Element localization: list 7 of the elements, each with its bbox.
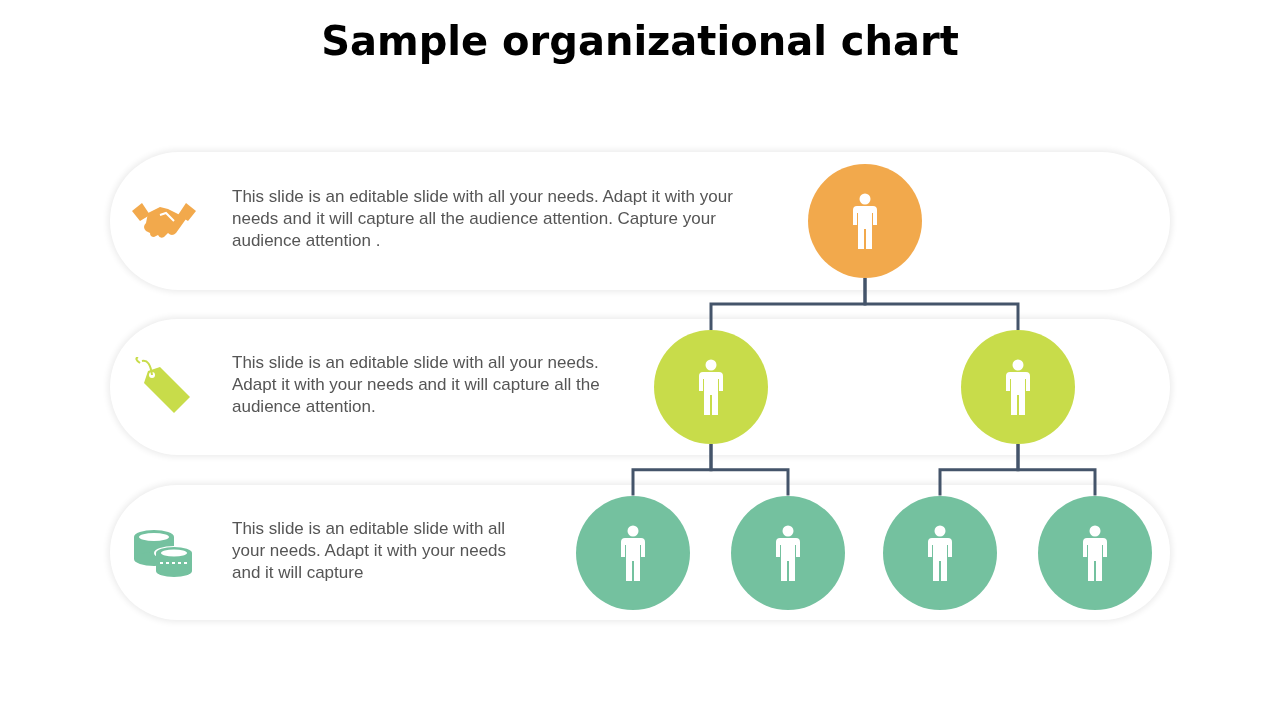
description-text: This slide is an editable slide with all your needs. Adapt it with your needs and it will capture	[232, 517, 508, 584]
connector-line	[863, 278, 1020, 330]
connector-line	[709, 444, 790, 496]
description-text: This slide is an editable slide with all your needs. Adapt it with your needs and it will capture all the audience attention.	[232, 352, 601, 418]
title: Sample organizational chart	[320, 18, 960, 64]
description-text: This slide is an editable slide with all your needs. Adapt it with your needs and it will capture all the audience attention. Capture your audience attention .	[232, 186, 734, 252]
connector-line	[1016, 444, 1097, 496]
